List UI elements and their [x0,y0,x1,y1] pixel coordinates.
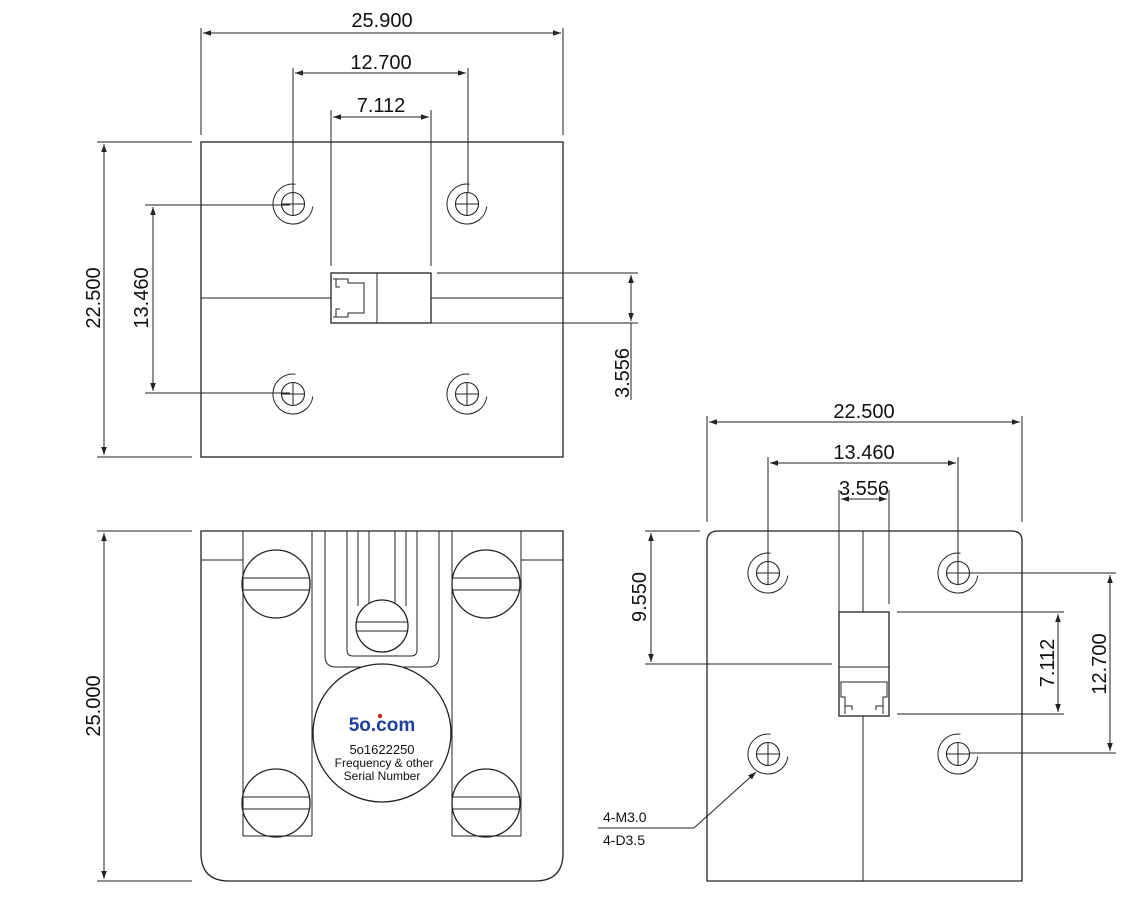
label-line-2: Serial Number [344,769,421,783]
side-view-body [706,530,1023,882]
top-view-flange [330,272,432,324]
screw-icon [241,549,311,619]
dimension-text: 7.112 [357,95,406,117]
part-number: 5o1622250 [349,742,414,757]
top-view-body [200,141,564,458]
dimension-text: 7.112 [1037,639,1059,688]
mounting-hole-icon [937,733,979,775]
mounting-hole-icon [747,733,789,775]
screw-icon [355,599,409,653]
thread-note: 4-M3.0 [603,809,647,825]
dimension-text: 3.556 [612,348,634,398]
screw-icon [241,768,311,838]
dimension-top-hole-spacing-y: 13.460 [131,204,290,394]
dimension-side-hole-spacing-x: 13.460 [767,442,959,561]
dimension-text: 22.500 [83,267,105,328]
mounting-hole-icon [272,373,314,415]
brand-dot-icon [377,713,383,719]
dimension-side-port-offset: 9.550 [629,530,832,665]
brand-logo: 5o.com [349,715,416,736]
front-view-body [200,530,564,882]
dimension-text: 3.556 [839,478,889,500]
dimension-text: 22.500 [833,401,894,423]
dimension-text: 13.460 [833,442,894,464]
dimension-side-port-width: 3.556 [838,478,890,604]
mounting-hole-icon [446,183,488,225]
screw-icon [451,768,521,838]
dimension-text: 12.700 [350,52,411,74]
dimension-top-port-height: 3.556 [437,272,638,400]
dimension-top-port-width: 7.112 [330,95,432,266]
dimension-side-port-height: 7.112 [897,611,1064,715]
dimension-text: 9.550 [629,572,651,622]
mounting-hole-icon [446,373,488,415]
side-view: 22.500 13.460 3.556 9.550 7.112 [598,401,1116,882]
product-label: 5o.com 5o1622250 Frequency & other Seria… [312,663,452,803]
dimension-side-width: 22.500 [706,401,1023,522]
dimension-text: 12.700 [1089,633,1111,694]
screw-icon [451,549,521,619]
hole-callout: 4-M3.0 4-D3.5 [598,771,757,848]
dimension-side-hole-spacing-y: 12.700 [970,572,1116,754]
dimension-text: 25.000 [83,675,105,736]
dimension-text: 13.460 [131,267,153,328]
dimension-top-hole-spacing-x: 12.700 [292,52,469,192]
front-view: 5o.com 5o1622250 Frequency & other Seria… [83,530,564,882]
label-line-1: Frequency & other [335,756,434,770]
dimension-top-height: 22.500 [83,141,192,458]
top-view: 25.900 12.700 7.112 22.500 13.46 [83,10,638,458]
dimension-text: 25.900 [351,10,412,32]
dimension-top-width: 25.900 [200,10,564,135]
hole-note: 4-D3.5 [603,832,645,848]
side-view-flange [838,611,890,717]
dimension-front-height: 25.000 [83,530,192,882]
